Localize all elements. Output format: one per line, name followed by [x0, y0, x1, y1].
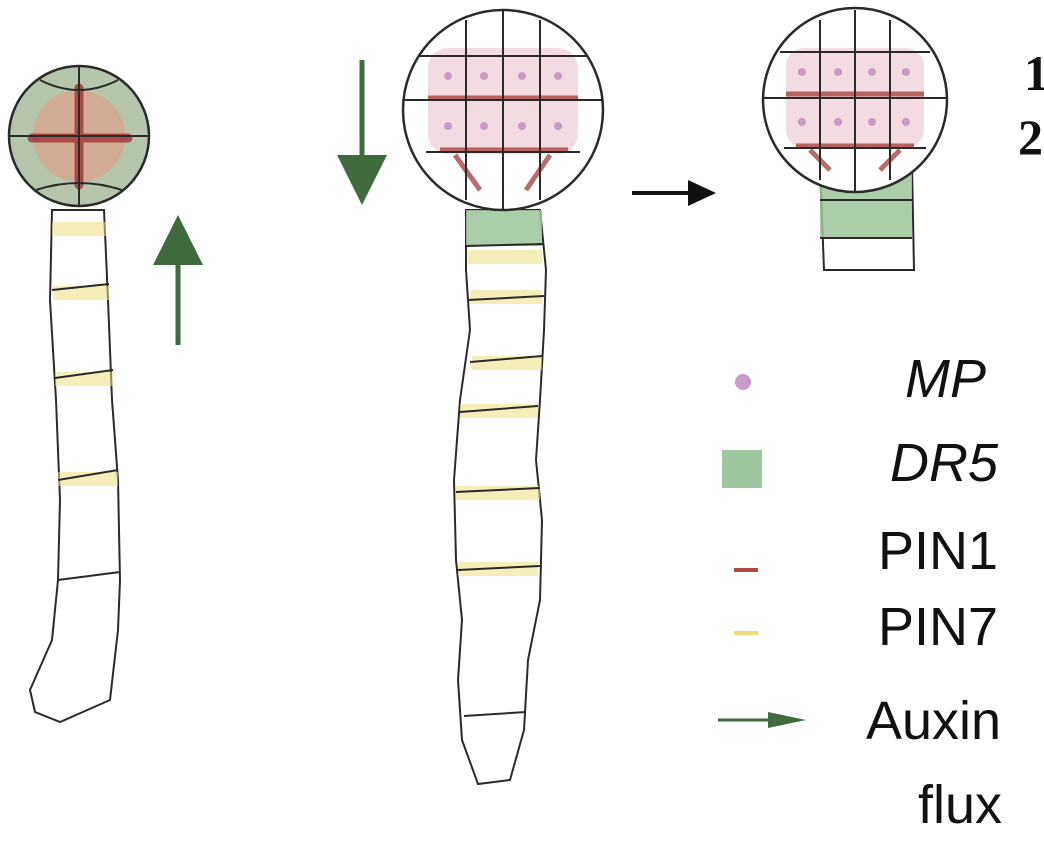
legend-label-dr5: DR5 [890, 436, 998, 490]
legend-label-auxin: Auxin [866, 694, 1001, 748]
figure-label-1: 1 [1024, 48, 1044, 98]
embryo-2-pin7-band [468, 250, 542, 264]
mp-legend-dot-icon [735, 374, 751, 390]
figure-label-2: 2 [1018, 112, 1043, 162]
legend-label-mp: MP [905, 352, 986, 406]
legend-label-pin1: PIN1 [878, 524, 998, 578]
embryo-3 [763, 8, 947, 270]
legend-markers [718, 374, 806, 728]
auxin-flux-legend-arrow-icon [718, 712, 806, 728]
embryo-1-pin7-band [52, 222, 106, 236]
legend-label-pin7: PIN7 [878, 600, 998, 654]
embryo-2 [362, 10, 603, 784]
dr5-legend-square-icon [722, 450, 762, 488]
embryo-2-dr5-region [466, 210, 542, 246]
embryo-1 [9, 66, 178, 722]
black-right-arrow-icon [632, 180, 716, 206]
legend-label-flux: flux [918, 778, 1002, 832]
